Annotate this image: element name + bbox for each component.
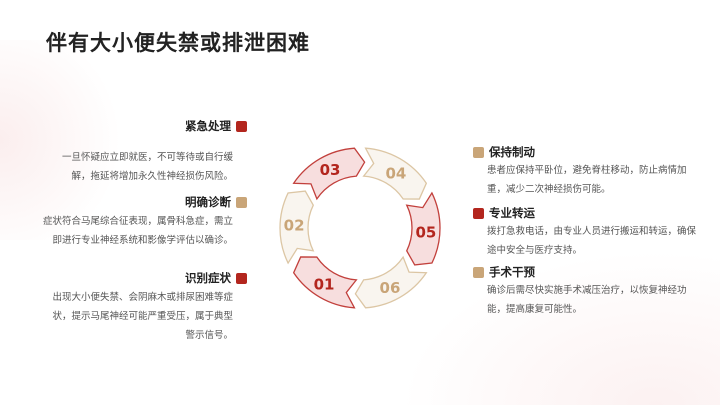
- item-desc: 一旦怀疑应立即就医，不可等待或自行缓解，拖延将增加永久性神经损伤风险。: [61, 152, 233, 182]
- left-item-1: 紧急处理 一旦怀疑应立即就医，不可等待或自行缓解，拖延将增加永久性神经损伤风险。: [47, 118, 247, 186]
- bg-decoration: [400, 250, 720, 405]
- segment-label: 03: [320, 161, 341, 179]
- item-title: 识别症状: [185, 271, 231, 285]
- page-title: 伴有大小便失禁或排泄困难: [46, 31, 310, 55]
- segment-label: 04: [386, 165, 407, 183]
- square-icon: [236, 272, 247, 284]
- cycle-segment-02: 02: [279, 190, 315, 265]
- left-item-2: 明确诊断 症状符合马尾综合征表现，属骨科急症，需立即进行专业神经系统和影像学评估…: [40, 194, 247, 250]
- item-title: 紧急处理: [185, 119, 231, 133]
- item-desc: 患者应保持平卧位，避免脊柱移动，防止病情加重，减少二次神经损伤可能。: [487, 165, 687, 195]
- segment-label: 05: [415, 223, 436, 241]
- segment-shape: [354, 255, 428, 309]
- left-item-3: 识别症状 出现大小便失禁、会阴麻木或排尿困难等症状，提示马尾神经可能严重受压，属…: [47, 270, 247, 345]
- right-item-3: 手术干预 确诊后需尽快实施手术减压治疗，以恢复神经功能，提高康复可能性。: [473, 264, 698, 319]
- segment-label: 06: [380, 279, 401, 297]
- square-icon: [236, 120, 247, 132]
- cycle-segment-03: 03: [292, 147, 366, 201]
- item-title: 明确诊断: [185, 195, 231, 209]
- square-icon: [473, 207, 484, 219]
- segment-shape: [292, 256, 358, 309]
- cycle-segment-01: 01: [292, 256, 358, 309]
- cycle-segment-04: 04: [362, 147, 428, 200]
- item-desc: 症状符合马尾综合征表现，属骨科急症，需立即进行专业神经系统和影像学评估以确诊。: [42, 216, 233, 246]
- segment-shape: [405, 191, 441, 266]
- segment-label: 01: [314, 275, 335, 293]
- cycle-segment-06: 06: [354, 255, 428, 309]
- square-icon: [473, 146, 484, 158]
- item-title: 保持制动: [489, 145, 535, 159]
- item-desc: 出现大小便失禁、会阴麻木或排尿困难等症状，提示马尾神经可能严重受压，属于典型警示…: [52, 292, 233, 341]
- item-desc: 拨打急救电话，由专业人员进行搬运和转运，确保途中安全与医疗支持。: [487, 226, 697, 256]
- right-item-2: 专业转运 拨打急救电话，由专业人员进行搬运和转运，确保途中安全与医疗支持。: [473, 205, 698, 260]
- item-title: 手术干预: [489, 265, 535, 279]
- segment-shape: [279, 190, 315, 265]
- segment-shape: [362, 147, 428, 200]
- segment-shape: [292, 147, 366, 201]
- square-icon: [236, 196, 247, 208]
- item-desc: 确诊后需尽快实施手术减压治疗，以恢复神经功能，提高康复可能性。: [487, 285, 687, 315]
- cycle-segment-05: 05: [405, 191, 441, 266]
- right-item-1: 保持制动 患者应保持平卧位，避免脊柱移动，防止病情加重，减少二次神经损伤可能。: [473, 144, 698, 199]
- segment-label: 02: [284, 217, 305, 235]
- item-title: 专业转运: [489, 206, 535, 220]
- bg-decoration: [0, 40, 140, 240]
- square-icon: [473, 266, 484, 278]
